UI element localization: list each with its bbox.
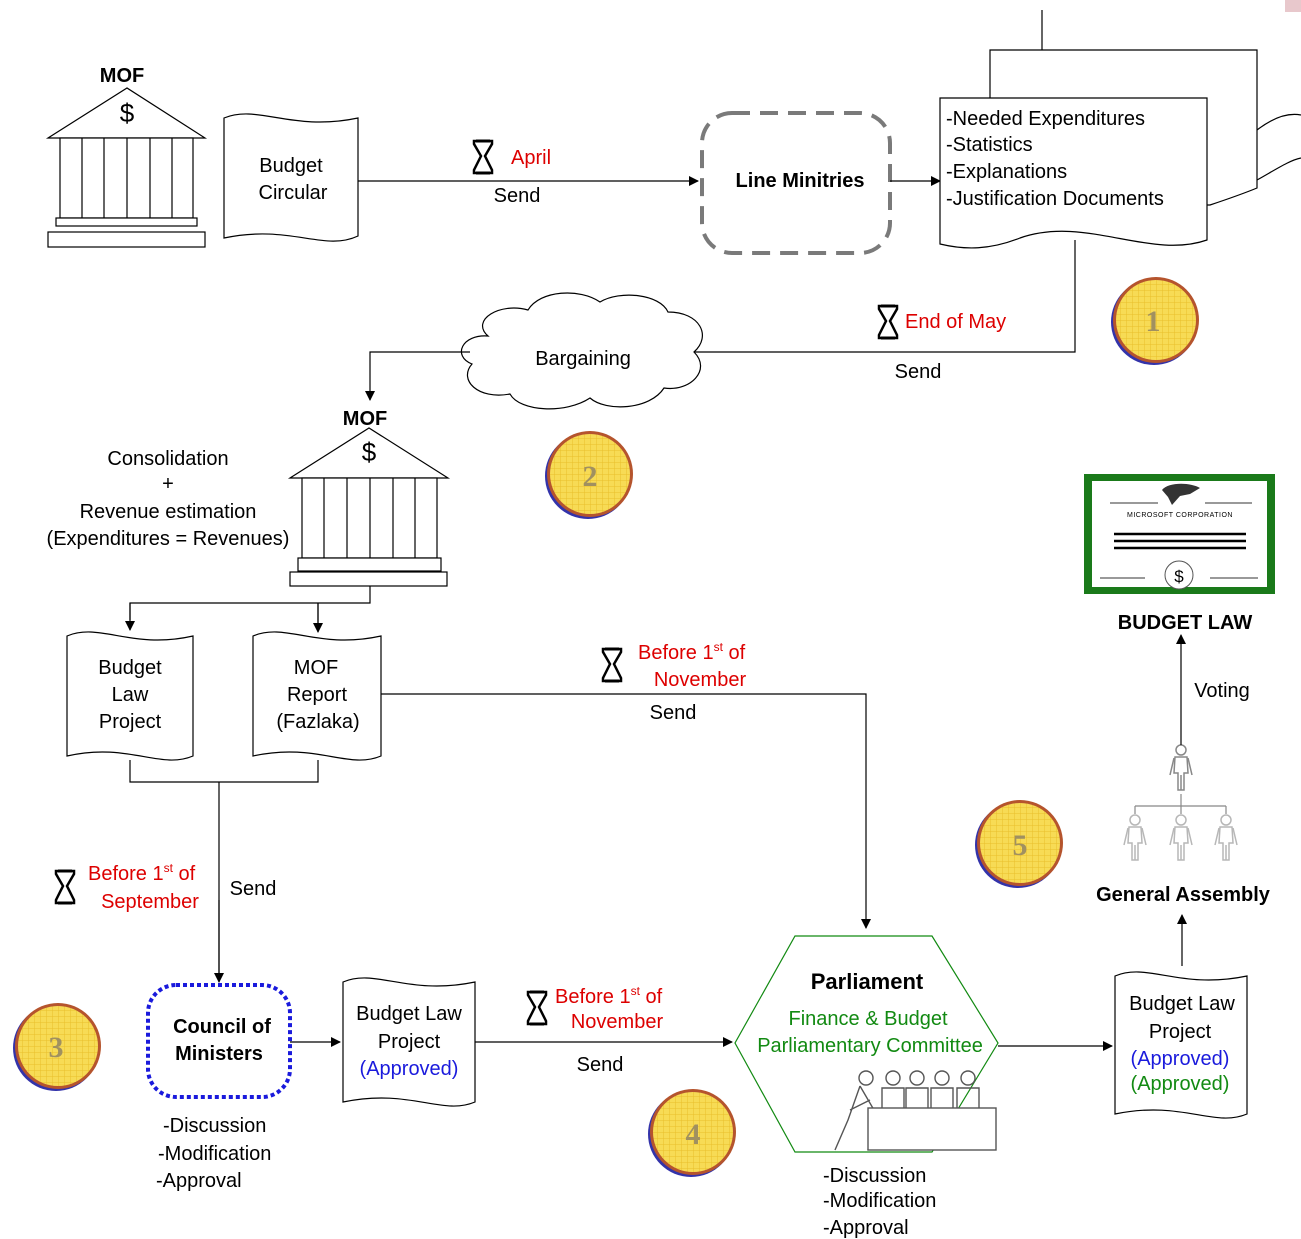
blp-approved-line1: Budget Law [356, 1003, 462, 1025]
send-may-time: End of May [905, 311, 1006, 333]
consolidation-text: Consolidation [107, 448, 228, 470]
blp-final-status-1: (Approved) [1131, 1048, 1230, 1070]
send-april-label: Send [494, 185, 541, 207]
committee-line2: Parliamentary Committee [757, 1035, 983, 1057]
mof-label: MOF [343, 408, 387, 430]
send-nov-1-label: Send [650, 702, 697, 724]
bargaining-cloud: Bargaining [460, 292, 703, 410]
svg-text:4: 4 [686, 1118, 701, 1151]
document-item: -Statistics [946, 134, 1033, 156]
council-line2: Ministers [175, 1043, 263, 1065]
line-ministries-label: Line Minitries [736, 170, 865, 192]
blp-approved-status: (Approved) [360, 1058, 459, 1080]
document-item: -Justification Documents [946, 188, 1164, 210]
parliament-action: -Discussion [823, 1165, 926, 1187]
send-sep-month: September [101, 891, 199, 913]
council-action: -Modification [158, 1143, 271, 1165]
hourglass-icon [601, 647, 623, 683]
parliament-hexagon: Parliament Finance & Budget Parliamentar… [734, 935, 999, 1153]
budget-circular-line1: Budget [259, 155, 323, 177]
committee-meeting-icon [834, 1070, 997, 1151]
blp-final-line2: Project [1149, 1021, 1212, 1043]
step-badge-4: 4 [648, 1089, 736, 1177]
step-badge-2: 2 [545, 431, 633, 519]
consolidation-text: (Expenditures = Revenues) [47, 528, 290, 550]
document-item: -Needed Expenditures [946, 108, 1145, 130]
documents-stack: -Needed Expenditures -Statistics -Explan… [939, 10, 1301, 249]
blp-line: Project [99, 711, 162, 733]
consolidation-text: Revenue estimation [80, 501, 257, 523]
blp-line: Budget [98, 657, 162, 679]
blp-final-status-2: (Approved) [1131, 1073, 1230, 1095]
blp-approved-line2: Project [378, 1031, 441, 1053]
svg-text:5: 5 [1013, 829, 1028, 862]
send-nov-2-label: Send [577, 1054, 624, 1076]
council-action: -Discussion [163, 1115, 266, 1137]
send-may-label: Send [895, 361, 942, 383]
general-assembly-icon [1123, 744, 1238, 861]
mof-report-line: (Fazlaka) [276, 711, 359, 733]
send-nov-1-time: Before 1st of [638, 640, 746, 664]
document-item: -Explanations [946, 161, 1067, 183]
send-april-time: April [511, 147, 551, 169]
hourglass-icon [877, 304, 899, 340]
bargaining-label: Bargaining [535, 348, 631, 370]
budget-law-label: BUDGET LAW [1118, 612, 1253, 634]
hourglass-icon [54, 869, 76, 905]
svg-text:2: 2 [583, 460, 598, 493]
committee-line1: Finance & Budget [789, 1008, 948, 1030]
council-line1: Council of [173, 1016, 271, 1038]
step-badge-5: 5 [975, 800, 1063, 888]
parliament-action: -Approval [823, 1217, 909, 1239]
mof-report-document: MOF Report (Fazlaka) [252, 631, 382, 761]
step-badge-1: 1 [1111, 277, 1199, 365]
parliament-title: Parliament [811, 969, 924, 994]
mof-building-icon: MOF $ [287, 408, 451, 587]
mof-report-line: Report [287, 684, 347, 706]
send-may-connector [680, 240, 1076, 353]
send-nov-1-month: November [654, 669, 747, 691]
council-action: -Approval [156, 1170, 242, 1192]
send-nov-1-arrow [381, 693, 871, 929]
mof-label: MOF [100, 65, 144, 87]
blp-approved-document: Budget Law Project (Approved) [342, 977, 476, 1107]
certificate-seal: $ [1174, 567, 1184, 586]
mof-building-icon: MOF $ [45, 65, 208, 248]
budget-circular-document: Budget Circular [223, 113, 359, 242]
general-assembly-label: General Assembly [1096, 884, 1271, 906]
voting-label: Voting [1194, 680, 1250, 702]
blp-final-line1: Budget Law [1129, 993, 1235, 1015]
certificate-corp: MICROSOFT CORPORATION [1127, 512, 1233, 519]
send-nov-2-time: Before 1st of [555, 984, 663, 1008]
svg-text:3: 3 [49, 1031, 64, 1064]
send-nov-2-month: November [571, 1011, 664, 1033]
hourglass-icon [472, 139, 494, 175]
blp-line: Law [112, 684, 149, 706]
dollar-icon: $ [362, 437, 377, 467]
blp-approved-final-document: Budget Law Project (Approved) (Approved) [1114, 971, 1248, 1119]
svg-text:1: 1 [1146, 305, 1161, 338]
dollar-icon: $ [120, 98, 135, 128]
mof-report-line: MOF [294, 657, 338, 679]
line-ministries-box: Line Minitries [700, 111, 892, 255]
consolidation-text: + [162, 473, 174, 495]
budget-law-project-document: Budget Law Project [66, 631, 194, 761]
hourglass-icon [526, 990, 548, 1026]
send-sep-time: Before 1st of [88, 861, 196, 885]
corner-mark [1285, 0, 1301, 12]
send-sep-label: Send [230, 878, 277, 900]
certificate-icon: MICROSOFT CORPORATION $ [1084, 474, 1275, 594]
budget-circular-line2: Circular [259, 182, 328, 204]
parliament-action: -Modification [823, 1190, 936, 1212]
step-badge-3: 3 [13, 1003, 101, 1091]
council-of-ministers-box: Council of Ministers [146, 983, 292, 1099]
